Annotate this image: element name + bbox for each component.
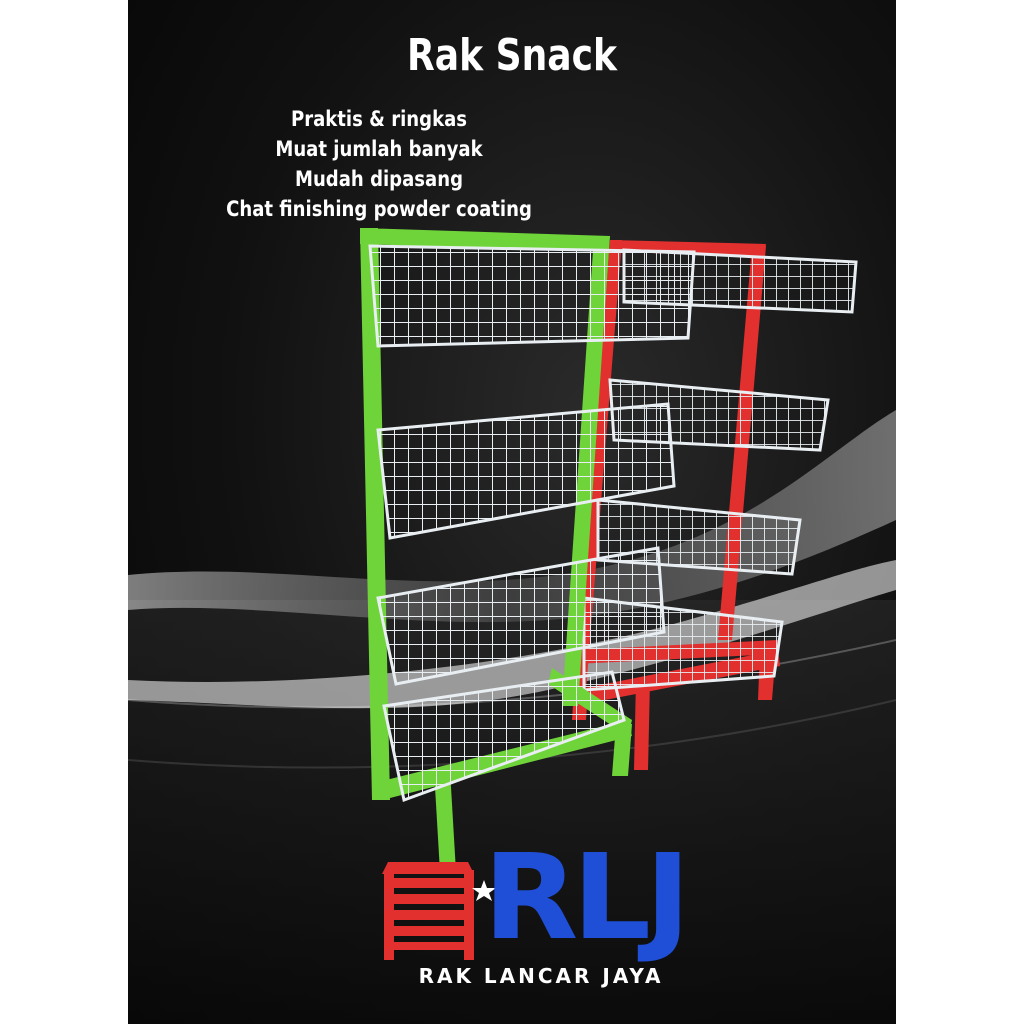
feature-item: Praktis & ringkas bbox=[290, 107, 468, 131]
stacked-rack-icon bbox=[382, 862, 474, 960]
brand-name: RAK LANCAR JAYA bbox=[418, 964, 664, 988]
feature-list: Praktis & ringkas Muat jumlah banyak Mud… bbox=[128, 104, 630, 224]
logo-letters: RLJ bbox=[483, 828, 691, 966]
feature-item: Muat jumlah banyak bbox=[275, 137, 483, 161]
product-poster: Rak Snack Praktis & ringkas Muat jumlah … bbox=[128, 0, 896, 1024]
poster-title: Rak Snack bbox=[406, 30, 618, 81]
star-icon bbox=[472, 880, 496, 901]
feature-item: Mudah dipasang bbox=[294, 167, 464, 191]
rlj-logo-mark bbox=[382, 862, 496, 960]
green-rack-baskets bbox=[368, 244, 696, 802]
snack-rack-illustration bbox=[360, 228, 858, 872]
feature-item: Chat finishing powder coating bbox=[226, 197, 532, 221]
